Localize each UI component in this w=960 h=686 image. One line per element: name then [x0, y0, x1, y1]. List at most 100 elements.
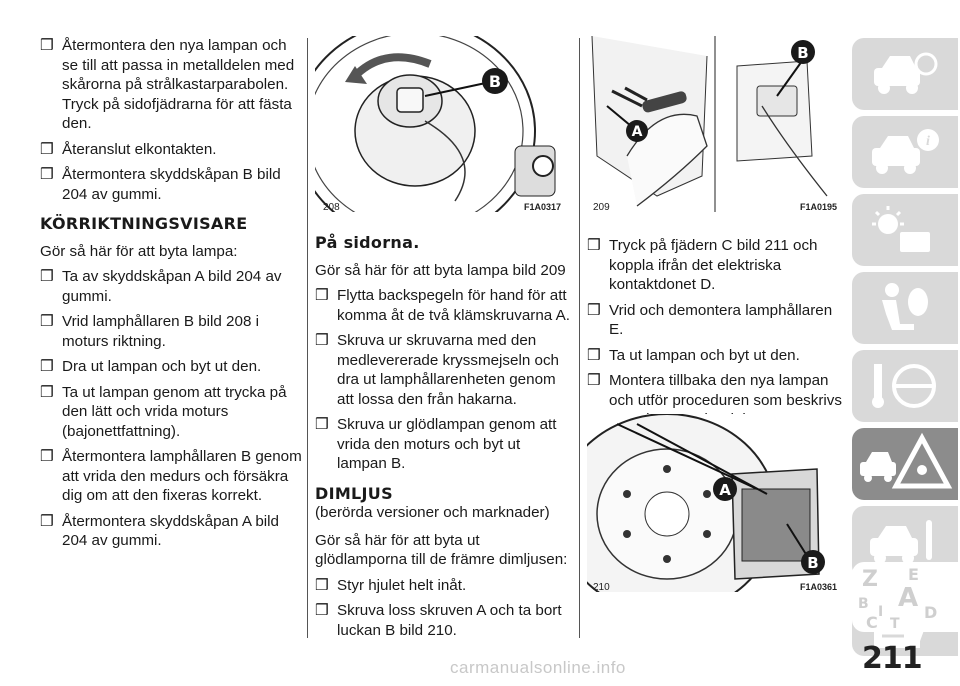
bullet-marker: ❒	[40, 268, 54, 285]
bullet-text: Styr hjulet helt inåt.	[337, 576, 467, 594]
bullet-text: Återmontera skyddskåpan A bild 204 av gu…	[62, 512, 279, 550]
index-letter: Z	[862, 567, 878, 592]
tab-breakdown[interactable]	[852, 428, 958, 500]
bullet-marker: ❒	[40, 140, 54, 158]
bullet-item: ❒ Återmontera skyddskåpan B bild 204 av g…	[40, 165, 302, 204]
callout-a: A	[632, 124, 643, 140]
bullet-text: Ta ut lampan genom att trycka på den lät…	[62, 383, 287, 440]
bullet-text: Återanslut elkontakten.	[62, 140, 217, 158]
section-heading-korriktningsvisare: KÖRRIKTNINGSVISARE	[40, 214, 248, 233]
bullet-text: Dra ut lampan och byt ut den.	[62, 358, 262, 375]
svg-text:i: i	[926, 134, 930, 149]
bullet-marker: ❒	[40, 166, 54, 183]
bullet-text: Vrid lamphållaren B bild 208 i moturs ri…	[62, 313, 259, 350]
bullet-text: Tryck på fjädern C bild 211 och koppla i…	[609, 237, 818, 293]
intro-text-2: Gör så här för att byta ut glödlamporna …	[315, 531, 568, 569]
bullet-item: ❒ Vrid lamphållaren B bild 208 i moturs r…	[40, 312, 302, 351]
bullet-marker: ❒	[315, 602, 329, 619]
bullet-text: Vrid och demontera lamphållaren E.	[609, 301, 833, 339]
callout-b: B	[807, 554, 818, 572]
callout-b: B	[797, 44, 808, 62]
bullet-marker: ❒	[315, 576, 329, 594]
figure-code: F1A0361	[799, 582, 837, 592]
bullet-marker: ❒	[315, 332, 329, 349]
figure-number: 208	[323, 202, 340, 213]
bullet-text: Skruva ur glödlampan genom att vrida den…	[337, 416, 557, 472]
bullet-marker: ❒	[587, 346, 601, 364]
bullet-item: ❒ Ta ut lampan och byt ut den.	[587, 346, 843, 366]
section-heading-dimljus: DIMLJUS	[315, 483, 393, 503]
callout-a: A	[719, 481, 731, 499]
index-letter: E	[908, 565, 919, 584]
bullet-marker: ❒	[40, 358, 54, 375]
bullet-text: Återmontera den nya lampan och se till a…	[62, 37, 295, 132]
figure-number: 209	[593, 202, 610, 213]
bullet-text: Skruva loss skruven A och ta bort luckan…	[337, 602, 562, 639]
bullet-item: ❒ Återmontera skyddskåpan A bild 204 av g…	[40, 512, 302, 551]
figure-209: A B	[587, 36, 843, 212]
headlamp-bulb-holder-illustration: B	[315, 36, 570, 212]
bullet-item: ❒ Återmontera den nya lampan och se till …	[40, 36, 302, 134]
bullet-item: ❒ Vrid och demontera lamphållaren E.	[587, 301, 843, 340]
bullet-item: ❒ Skruva ur skruvarna med den medleverera…	[315, 331, 570, 409]
bullet-item: ❒Återmontera lamphållaren B genom att vr…	[40, 447, 302, 506]
figure-code: F1A0195	[799, 202, 837, 212]
tab-car-info[interactable]: i	[852, 116, 958, 188]
callout-b: B	[489, 72, 501, 91]
column-1: ❒ Återmontera den nya lampan och se till …	[40, 36, 302, 557]
index-letter: T	[890, 616, 900, 632]
bullet-text: Skruva ur skruvarna med den medlevererad…	[337, 332, 559, 408]
bullet-text: Återmontera skyddskåpan B bild 204 av gu…	[62, 166, 281, 203]
tab-alphabet-index-visible[interactable]: Z E B A I C T D	[852, 562, 958, 632]
bullet-item: ❒Tryck på fjädern C bild 211 och koppla …	[587, 236, 843, 295]
figure-code: F1A0317	[523, 202, 561, 212]
bullet-marker: ❒	[40, 37, 54, 54]
figure-210-caption: 210 F1A0361	[593, 582, 837, 596]
steering-key-icon	[872, 364, 936, 408]
figure-210: A B	[587, 414, 843, 592]
bullet-item: ❒ Styr hjulet helt inåt.	[315, 576, 570, 596]
bullet-marker: ❒	[315, 287, 329, 304]
bullet-marker: ❒	[315, 416, 329, 433]
breakdown-warning-icon	[860, 432, 953, 489]
car-info-icon: i	[872, 129, 939, 174]
figure-number: 210	[593, 582, 610, 593]
tab-warning-lights[interactable]	[852, 194, 958, 266]
bullet-text: Flytta backspegeln för hand för att komm…	[337, 287, 570, 324]
warning-lights-icon	[872, 206, 930, 252]
tab-steering-key[interactable]	[852, 350, 958, 422]
index-letter: B	[858, 596, 869, 612]
section-heading-pa-sidorna: På sidorna.	[315, 233, 420, 252]
bullet-item: ❒ Återanslut elkontakten.	[40, 140, 302, 160]
intro-text: Gör så här för att byta lampa:	[40, 242, 238, 260]
bullet-item: ❒ Ta av skyddskåpan A bild 204 av gummi.	[40, 267, 302, 306]
watermark: carmanualsonline.info	[450, 658, 626, 677]
bullet-item: ❒ Skruva loss skruven A och ta bort lucka…	[315, 601, 570, 640]
car-service-icon	[870, 520, 932, 564]
index-letter: I	[878, 604, 883, 620]
page-number: 211	[862, 641, 923, 676]
bullet-marker: ❒	[587, 372, 601, 389]
bullet-marker: ❒	[40, 313, 54, 330]
bullet-item: ❒ Flytta backspegeln för hand för att kom…	[315, 286, 570, 325]
figure-209-caption: 209 F1A0195	[593, 202, 837, 216]
index-letter: D	[924, 603, 937, 622]
bullet-item: ❒ Dra ut lampan och byt ut den.	[40, 357, 302, 377]
bullet-item: ❒ Skruva ur glödlampan genom att vrida de…	[315, 415, 570, 474]
tab-airbag-seat[interactable]	[852, 272, 958, 344]
bullet-marker: ❒	[587, 301, 601, 319]
bullet-text: Ta av skyddskåpan A bild 204 av gummi.	[62, 268, 282, 305]
mirror-lamp-illustration: A B	[587, 36, 843, 212]
intro-text: Gör så här för att byta lampa bild 209	[315, 261, 566, 279]
index-letter: A	[898, 583, 918, 613]
alphabet-index-icon: Z E B A I C T D	[858, 565, 937, 632]
fog-light-access-illustration: A B	[587, 414, 843, 592]
bullet-item: ❒Ta ut lampan genom att trycka på den lä…	[40, 383, 302, 442]
car-dashboard-icon	[874, 52, 938, 94]
bullet-text: Ta ut lampan och byt ut den.	[609, 346, 800, 364]
index-letter: C	[866, 613, 878, 632]
tab-car-dashboard[interactable]	[852, 38, 958, 110]
figure-208-caption: 208 F1A0317	[323, 202, 561, 216]
column-divider	[307, 38, 308, 638]
bullet-marker: ❒	[40, 512, 54, 530]
